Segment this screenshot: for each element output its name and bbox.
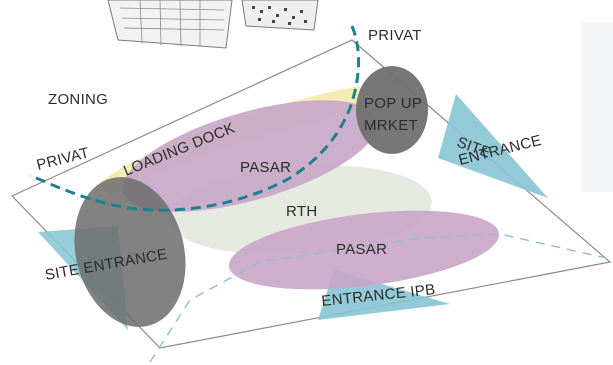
site-entrance-left-zone xyxy=(74,177,186,327)
label-pop-up-line2: MRKET xyxy=(364,117,418,134)
side-panel xyxy=(582,22,613,192)
label-privat-top: PRIVAT xyxy=(368,27,422,44)
label-pasar-bottom: PASAR xyxy=(336,241,387,258)
label-pop-up-line1: POP UP xyxy=(364,95,422,112)
label-privat-left: PRIVAT xyxy=(35,144,91,174)
site-entrance-right-triangle xyxy=(438,94,548,198)
pasar-zone-bottom xyxy=(228,210,500,290)
building-sketch-top-right xyxy=(241,0,319,31)
pasar-zone-top xyxy=(122,100,378,212)
private-access-path xyxy=(29,25,360,212)
label-rth: RTH xyxy=(286,203,317,220)
label-zoning: ZONING xyxy=(48,91,108,108)
label-pasar-top: PASAR xyxy=(240,159,291,176)
pop-up-market-zone xyxy=(356,66,428,154)
building-sketch-top xyxy=(107,0,233,49)
